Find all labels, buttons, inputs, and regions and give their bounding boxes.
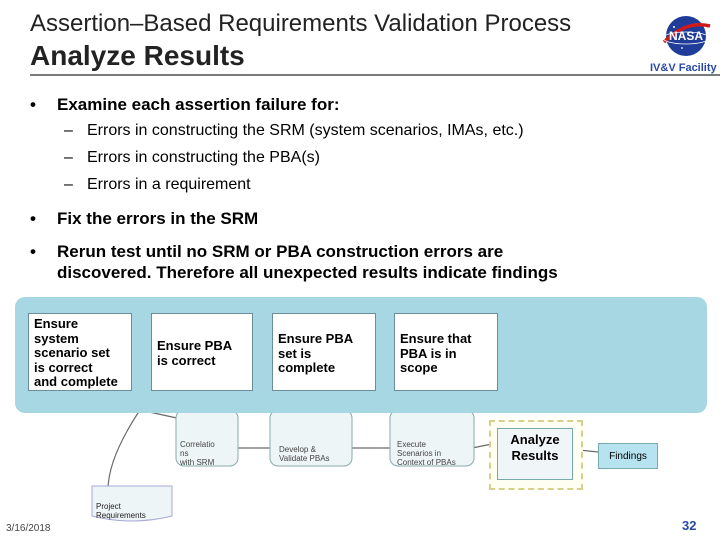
card-scenario-set: Ensure system scenario set is correct an… <box>28 313 132 391</box>
bullet-marker: • <box>30 95 36 114</box>
card-line: set is <box>278 345 312 361</box>
bullet-text-continued: discovered. Therefore all unexpected res… <box>57 263 558 282</box>
process-step-develop-pbas: Develop & Validate PBAs <box>279 445 330 463</box>
card-line: scenario set <box>34 345 110 360</box>
card-line: PBA is in <box>400 345 457 361</box>
slide-subtitle: Analyze Results <box>30 40 245 71</box>
card-line: Ensure that <box>400 331 472 346</box>
process-step-line: Validate PBAs <box>279 454 330 463</box>
card-line: system <box>34 330 79 346</box>
process-step-line: Scenarios in <box>397 449 442 458</box>
title-divider <box>30 74 720 76</box>
card-line: Ensure <box>34 316 79 331</box>
project-requirements-line: Project <box>96 502 121 511</box>
process-step-line: Execute <box>397 440 426 449</box>
slide-page-number: 32 <box>682 518 697 533</box>
bullet-text: Examine each assertion failure for: <box>57 95 340 114</box>
process-step-line: ns <box>180 449 189 458</box>
analyze-line: Results <box>511 448 559 463</box>
nasa-logo-text: NASA <box>669 29 703 43</box>
process-step-line: with SRM <box>180 458 215 467</box>
subbullet-text: Errors in constructing the SRM (system s… <box>87 122 524 139</box>
card-line: Ensure PBA <box>278 331 354 346</box>
validation-panel: Ensure system scenario set is correct an… <box>15 297 707 413</box>
subbullet-text: Errors in a requirement <box>87 176 251 193</box>
slide-date: 3/16/2018 <box>6 523 51 534</box>
analyze-line: Analyze <box>510 432 560 447</box>
analyze-results-label: Analyze Results <box>497 428 573 480</box>
card-line: complete <box>278 360 336 375</box>
analyze-results-box: Analyze Results <box>489 420 583 490</box>
bullet-marker: • <box>30 242 36 261</box>
process-flow-diagram <box>91 409 599 522</box>
process-step-line: Develop & <box>279 445 316 454</box>
bullet-marker: • <box>30 209 36 228</box>
process-step-execute-scenarios: Execute Scenarios in Context of PBAs <box>397 440 456 467</box>
nasa-logo-icon: NASA <box>662 16 711 56</box>
card-line: and complete <box>34 374 118 389</box>
findings-box: Findings <box>598 443 658 469</box>
facility-label: IV&V Facility <box>650 62 717 74</box>
card-line: is correct <box>157 352 216 368</box>
card-line: scope <box>400 360 438 375</box>
bullet-text: Rerun test until no SRM or PBA construct… <box>57 242 504 261</box>
process-step-line: Context of PBAs <box>397 458 456 467</box>
subbullet-marker: – <box>64 122 73 139</box>
process-step-line: Correlatio <box>180 440 215 449</box>
subbullet-marker: – <box>64 176 73 193</box>
card-pba-correct: Ensure PBA is correct <box>151 313 253 391</box>
subbullet-text: Errors in constructing the PBA(s) <box>87 149 320 166</box>
process-step-correlations: Correlatio ns with SRM <box>180 440 215 467</box>
card-pba-scope: Ensure that PBA is in scope <box>394 313 498 391</box>
subbullet-marker: – <box>64 149 73 166</box>
card-line: is correct <box>34 359 93 375</box>
project-requirements-line: Requirements <box>96 511 146 520</box>
card-line: Ensure PBA <box>157 338 233 353</box>
card-pba-set-complete: Ensure PBA set is complete <box>272 313 376 391</box>
project-requirements-doc: Project Requirements <box>96 502 146 520</box>
bullet-text: Fix the errors in the SRM <box>57 209 259 228</box>
slide-title: Assertion–Based Requirements Validation … <box>30 10 572 37</box>
